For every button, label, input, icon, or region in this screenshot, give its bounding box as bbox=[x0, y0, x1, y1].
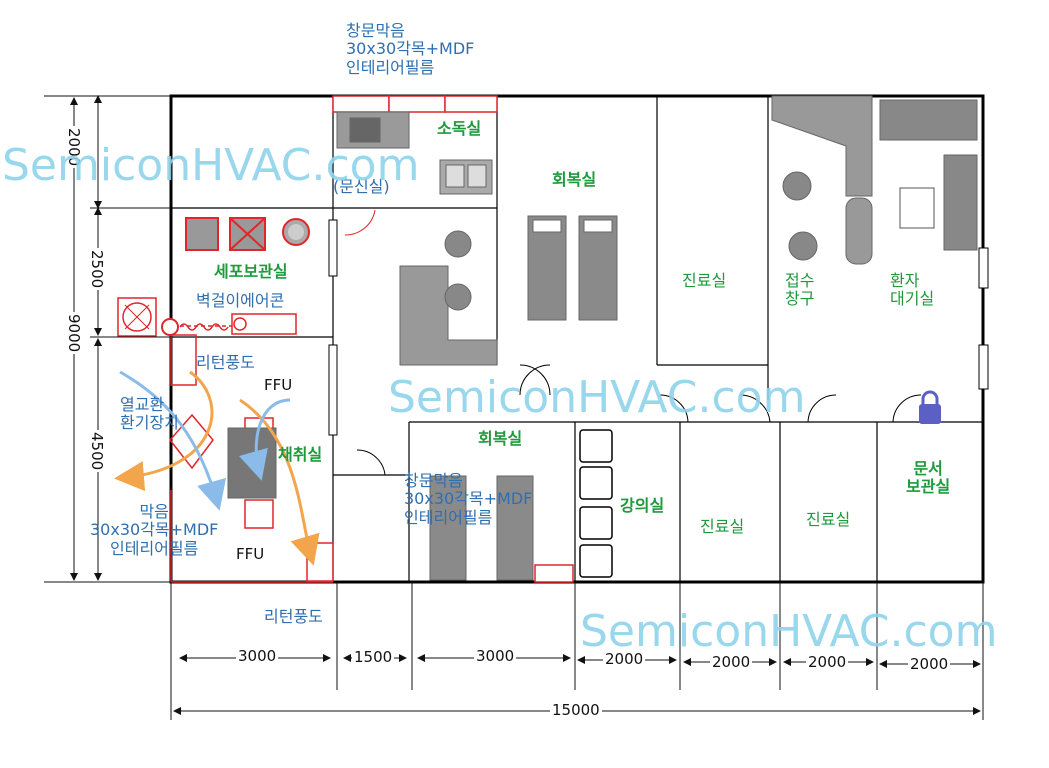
left-note: 막음 30x30각목+MDF 인테리어필름 bbox=[90, 502, 219, 558]
dim-bottom-4: 2000 bbox=[603, 650, 646, 669]
top-note-line2: 30x30각목+MDF bbox=[346, 39, 475, 59]
dim-total-height: 9000 bbox=[64, 312, 83, 355]
dim-left-3: 4500 bbox=[87, 430, 106, 473]
windows bbox=[328, 219, 989, 436]
room-waiting: 환자 대기실 bbox=[890, 271, 935, 309]
top-note-line3: 인테리어필름 bbox=[346, 57, 435, 77]
documents-line1: 문서 bbox=[913, 459, 943, 478]
outdoor-unit bbox=[117, 297, 247, 337]
furniture bbox=[227, 95, 978, 581]
dim-bottom-7: 2000 bbox=[908, 655, 951, 674]
ffu-bottom-label: FFU bbox=[236, 545, 265, 563]
ffu-top-label: FFU bbox=[264, 376, 293, 394]
reception-line1: 접수 bbox=[785, 271, 815, 290]
dim-bottom-3: 3000 bbox=[474, 647, 517, 666]
waiting-line2: 대기실 bbox=[890, 289, 935, 309]
room-recovery-bottom: 회복실 bbox=[478, 429, 523, 448]
room-lecture: 강의실 bbox=[620, 496, 665, 515]
room-exam-b: 진료실 bbox=[806, 510, 851, 529]
room-disinfection: 소독실 bbox=[437, 119, 482, 138]
heat-exchanger-line1: 열교환 bbox=[120, 395, 165, 414]
left-note-line2: 30x30각목+MDF bbox=[90, 520, 219, 540]
watermark-2: SemiconHVAC.com bbox=[388, 372, 806, 423]
doors bbox=[344, 209, 922, 476]
mid-note-line1: 창문막음 bbox=[404, 471, 463, 490]
left-note-line3: 인테리어필름 bbox=[110, 538, 199, 558]
waiting-line1: 환자 bbox=[890, 271, 920, 290]
lecture-room-icons bbox=[579, 429, 613, 578]
return-duct-bottom-label: 리턴풍도 bbox=[264, 607, 323, 626]
top-note-line1: 창문막음 bbox=[346, 21, 405, 40]
dim-bottom-5: 2000 bbox=[710, 653, 753, 672]
interior-walls bbox=[171, 96, 983, 582]
airflow-arrows bbox=[114, 370, 320, 566]
dim-left-2: 2500 bbox=[87, 248, 106, 291]
room-recovery-top: 회복실 bbox=[552, 170, 597, 189]
dim-bottom-2: 1500 bbox=[352, 648, 395, 667]
heat-exchanger-line2: 환기장치 bbox=[120, 413, 179, 433]
cell-storage-equipment bbox=[185, 217, 310, 251]
wall-ac-label: 벽걸이에어콘 bbox=[196, 291, 285, 310]
room-exam-top: 진료실 bbox=[682, 271, 727, 290]
return-duct-top-label: 리턴풍도 bbox=[196, 353, 255, 372]
lock-icon bbox=[919, 390, 941, 424]
dim-bottom-6: 2000 bbox=[806, 653, 849, 672]
left-note-line1: 막음 bbox=[139, 502, 169, 521]
room-consult: (문신실) bbox=[333, 177, 390, 196]
top-note: 창문막음 30x30각목+MDF 인테리어필름 bbox=[346, 21, 475, 77]
room-collection: 채취실 bbox=[278, 445, 323, 464]
window-block-top bbox=[332, 95, 574, 583]
room-documents: 문서 보관실 bbox=[906, 459, 951, 497]
heat-exchanger-label: 열교환 환기장치 bbox=[120, 395, 179, 433]
room-reception: 접수 창구 bbox=[785, 271, 815, 309]
watermark-3: SemiconHVAC.com bbox=[580, 606, 998, 657]
dimension-lines-bottom bbox=[170, 582, 984, 720]
room-exam-a: 진료실 bbox=[700, 517, 745, 536]
mid-note: 창문막음 30x30각목+MDF 인테리어필름 bbox=[404, 471, 533, 527]
mid-note-line2: 30x30각목+MDF bbox=[404, 489, 533, 509]
mid-note-line3: 인테리어필름 bbox=[404, 507, 493, 527]
dim-total-width: 15000 bbox=[550, 701, 602, 720]
dim-bottom-1: 3000 bbox=[236, 647, 279, 666]
watermark-1: SemiconHVAC.com bbox=[2, 140, 420, 191]
reception-line2: 창구 bbox=[785, 289, 815, 309]
room-cell-storage: 세포보관실 bbox=[214, 262, 288, 281]
documents-line2: 보관실 bbox=[906, 477, 951, 497]
